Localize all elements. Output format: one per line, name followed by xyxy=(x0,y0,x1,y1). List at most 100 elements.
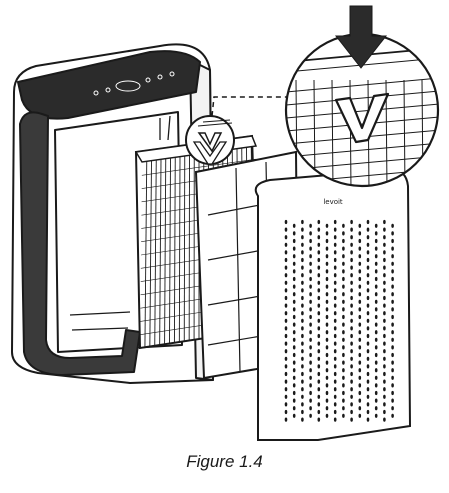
vent-hole xyxy=(317,409,321,415)
vent-hole xyxy=(292,292,296,297)
vent-hole xyxy=(366,379,370,384)
vent-hole xyxy=(391,307,394,312)
vent-hole xyxy=(292,330,296,335)
brand-logo: levoit xyxy=(323,198,343,206)
vent-hole xyxy=(309,238,312,244)
vent-hole xyxy=(325,337,329,342)
vent-hole xyxy=(333,288,337,293)
vent-hole xyxy=(383,235,386,240)
vent-hole xyxy=(317,318,321,323)
vent-hole xyxy=(391,352,394,358)
vent-hole xyxy=(309,413,312,418)
vent-hole xyxy=(317,265,321,270)
vent-hole xyxy=(358,254,362,259)
vent-hole xyxy=(333,227,337,232)
vent-hole xyxy=(301,379,304,384)
vent-hole xyxy=(325,413,329,418)
vent-hole xyxy=(374,276,378,282)
vent-hole xyxy=(284,333,288,339)
vent-hole xyxy=(301,273,304,278)
vent-hole xyxy=(301,349,304,354)
vent-hole xyxy=(391,254,394,259)
vent-hole xyxy=(317,250,321,255)
vent-hole xyxy=(333,409,337,415)
vent-hole xyxy=(374,299,378,304)
vent-hole xyxy=(325,284,329,289)
magnified-grid-line xyxy=(440,80,441,190)
vent-hole xyxy=(391,390,394,396)
vent-hole xyxy=(284,219,288,225)
vent-hole xyxy=(284,394,288,399)
leader-line xyxy=(211,96,300,117)
vent-hole xyxy=(358,231,362,236)
vent-hole xyxy=(342,284,345,289)
vent-hole xyxy=(358,261,362,266)
vent-hole xyxy=(284,364,288,369)
vent-hole xyxy=(292,254,296,259)
vent-hole xyxy=(383,295,386,301)
vent-hole xyxy=(325,299,329,304)
vent-hole xyxy=(333,273,337,278)
vent-hole xyxy=(358,284,362,289)
vent-hole xyxy=(383,402,386,407)
vent-hole xyxy=(350,273,353,278)
vent-hole xyxy=(366,273,370,278)
vent-hole xyxy=(358,398,362,403)
vent-hole xyxy=(317,219,321,225)
vent-hole xyxy=(317,227,321,232)
vent-hole xyxy=(284,235,288,240)
vent-hole xyxy=(325,375,329,380)
vent-hole xyxy=(383,265,386,270)
vent-hole xyxy=(383,280,386,285)
vent-hole xyxy=(342,261,345,266)
vent-hole xyxy=(325,345,329,350)
vent-hole xyxy=(325,383,329,388)
magnified-grid-line xyxy=(286,77,438,93)
vent-hole xyxy=(374,330,378,335)
vent-hole xyxy=(301,280,304,285)
vent-hole xyxy=(366,333,370,339)
control-buttons xyxy=(93,71,175,96)
vent-hole xyxy=(309,299,312,304)
vent-hole xyxy=(374,360,378,365)
vent-hole xyxy=(366,417,370,422)
vent-hole xyxy=(325,390,329,396)
vent-hole xyxy=(350,219,353,225)
vent-hole xyxy=(333,333,337,339)
vent-hole xyxy=(366,219,370,225)
vent-hole xyxy=(391,261,394,266)
vent-hole xyxy=(383,333,386,339)
vent-hole xyxy=(383,257,386,263)
vent-hole xyxy=(350,371,353,377)
vent-hole xyxy=(292,299,296,304)
vent-hole xyxy=(301,387,304,392)
vent-hole xyxy=(317,341,321,346)
vent-hole xyxy=(284,349,288,354)
vent-hole xyxy=(383,219,386,225)
vent-hole xyxy=(358,406,362,411)
vent-hole xyxy=(284,295,288,301)
vent-hole xyxy=(358,360,362,365)
vent-hole xyxy=(284,273,288,278)
vent-hole xyxy=(309,314,312,320)
vent-hole xyxy=(342,413,345,418)
vent-hole xyxy=(366,257,370,263)
vent-hole xyxy=(284,311,288,316)
vent-hole xyxy=(342,292,345,297)
vent-hole xyxy=(358,292,362,297)
vent-hole xyxy=(391,337,394,342)
vent-hole xyxy=(383,250,386,255)
vent-hole xyxy=(301,250,304,255)
vent-hole xyxy=(301,409,304,415)
vent-hole xyxy=(366,265,370,270)
vent-hole xyxy=(350,417,353,422)
vent-hole xyxy=(350,235,353,240)
vent-hole xyxy=(333,265,337,270)
vent-hole xyxy=(309,352,312,358)
vent-hole xyxy=(317,257,321,263)
vent-hole xyxy=(383,371,386,377)
vent-hole xyxy=(358,375,362,380)
vent-hole xyxy=(301,417,304,422)
vent-hole xyxy=(309,254,312,259)
vent-hole xyxy=(374,269,378,274)
